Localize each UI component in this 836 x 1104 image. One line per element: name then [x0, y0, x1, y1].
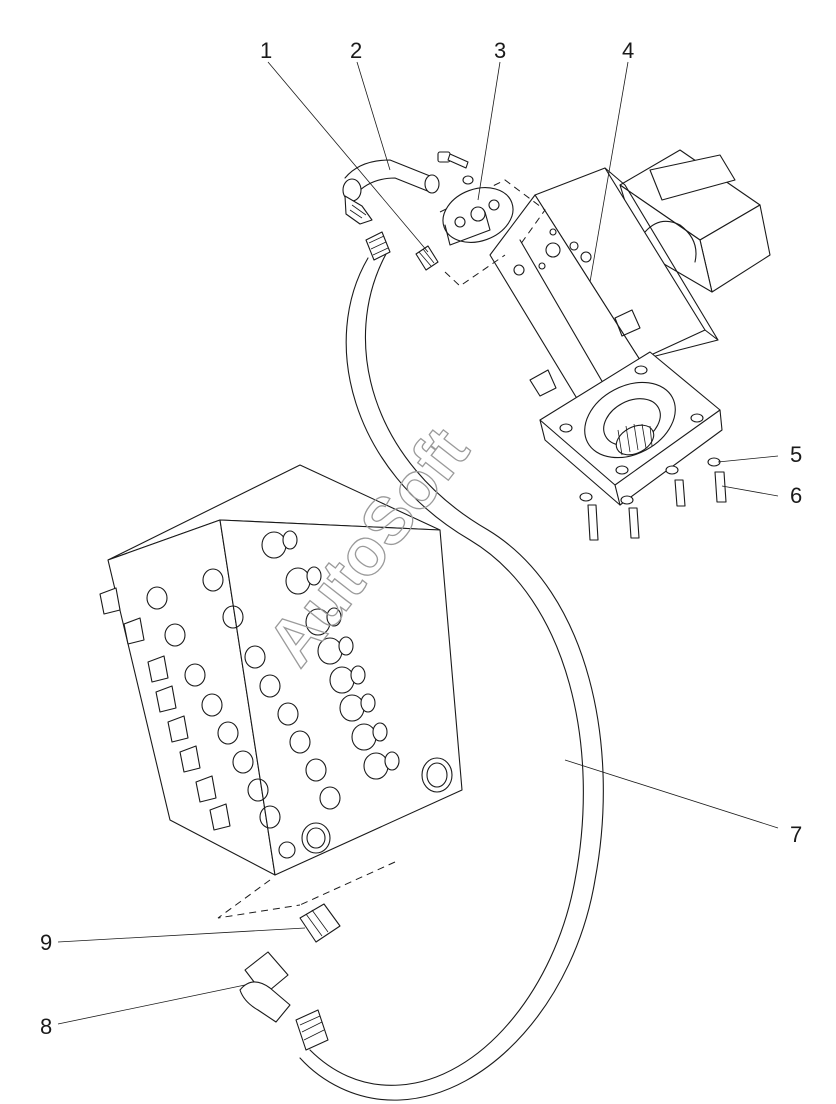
left-edge-fittings [99, 587, 231, 831]
straight-fitting-1 [415, 245, 439, 271]
distributor-block [99, 464, 463, 919]
callout-2: 2 [350, 38, 362, 63]
elbow-pipe [342, 159, 440, 225]
callout-1: 1 [260, 38, 272, 63]
straight-fitting-9 [299, 903, 341, 943]
adapter-plate [439, 179, 546, 287]
callout-4: 4 [622, 38, 634, 63]
servo-motor [489, 149, 771, 506]
callout-5: 5 [790, 442, 802, 467]
callout-6: 6 [790, 483, 802, 508]
callout-3: 3 [494, 38, 506, 63]
plate-bolt [437, 151, 474, 185]
outlet-fittings [261, 530, 453, 793]
callout-9: 9 [40, 930, 52, 955]
elbow-fitting-8 [239, 951, 329, 1051]
leader-lines [57, 61, 779, 1025]
callout-8: 8 [40, 1014, 52, 1039]
hose [299, 231, 604, 1101]
screws-and-washers [579, 457, 727, 541]
callout-7: 7 [790, 822, 802, 847]
